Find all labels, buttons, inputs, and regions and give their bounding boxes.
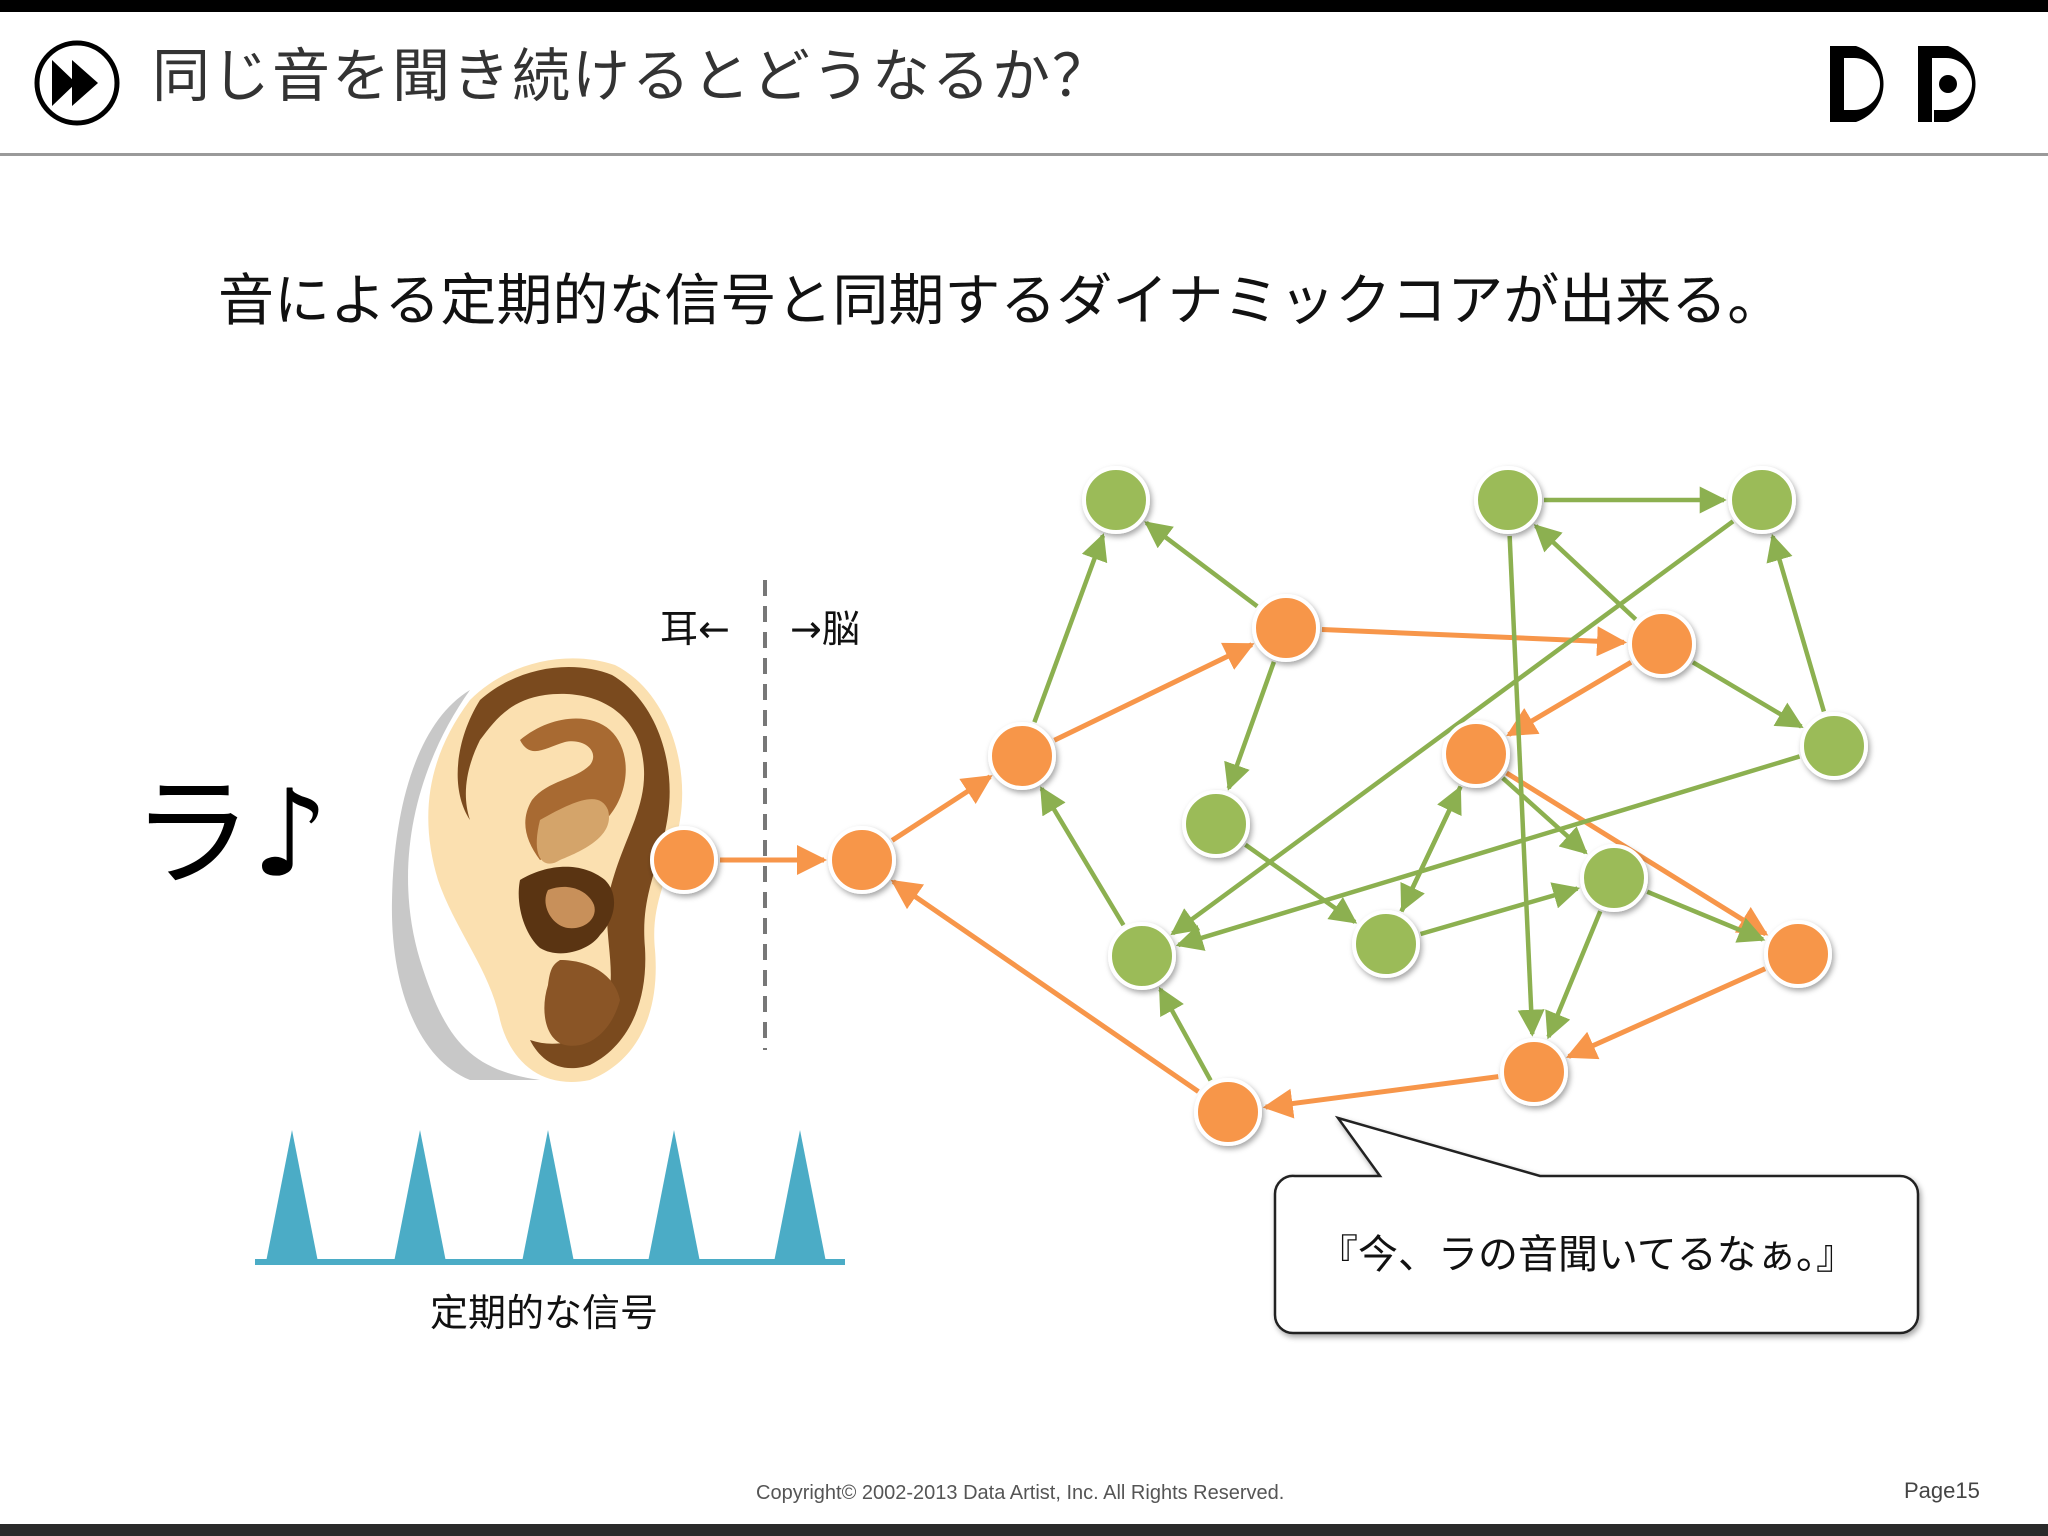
network-node-g1 <box>1082 466 1150 534</box>
play-forward-icon[interactable] <box>32 38 122 128</box>
network-edge-o6-o7 <box>1262 1074 1499 1119</box>
bottom-bar <box>0 1524 2048 1536</box>
network-node-o4 <box>1442 720 1510 788</box>
network-node-in <box>828 826 896 894</box>
network-node-o5 <box>1764 920 1832 988</box>
network-edge-g6-g5 <box>1766 533 1827 713</box>
network-node-o2 <box>1252 594 1320 662</box>
network-edge-o5-o6 <box>1565 966 1767 1060</box>
network-node-o7 <box>1194 1078 1262 1146</box>
network-nodes <box>650 466 1868 1146</box>
network-node-g4 <box>1474 466 1542 534</box>
network-edge-o3-o4 <box>1506 660 1633 737</box>
speech-bubble-text: 『今、ラの音聞いてるなぁ。』 <box>1318 1232 1856 1278</box>
footer-copyright: Copyright© 2002-2013 Data Artist, Inc. A… <box>756 1482 1285 1504</box>
network-edge-g5-g7 <box>1170 519 1735 936</box>
signal-spike <box>648 1130 700 1262</box>
network-edge-g4-o6 <box>1507 535 1545 1037</box>
network-node-o6 <box>1500 1038 1568 1106</box>
network-edge-g2-g3 <box>1244 842 1358 924</box>
network-node-g5 <box>1728 466 1796 534</box>
ear-illustration <box>391 658 683 1082</box>
signal-spike <box>394 1130 446 1262</box>
network-edge-o1-g1 <box>1032 533 1108 723</box>
header-divider <box>0 153 2048 156</box>
network-edge-g7-o1 <box>1039 786 1126 927</box>
headline: 音による定期的な信号と同期するダイナミックコアが出来る。 <box>218 269 1784 334</box>
footer-page-number: Page15 <box>1904 1478 1980 1503</box>
brain-label: →脳 <box>790 607 860 651</box>
network-edge-o2-g1 <box>1144 521 1259 609</box>
network-edge-o2-g2 <box>1224 661 1277 791</box>
company-logo <box>1830 46 1976 122</box>
network-edge-g3-g8 <box>1419 882 1581 937</box>
network-node-g6 <box>1800 712 1868 780</box>
signal-spike <box>266 1130 318 1262</box>
page-title: 同じ音を聞き続けるとどうなるか？ <box>152 42 1113 110</box>
network-node-g3 <box>1352 910 1420 978</box>
network-node-g7 <box>1108 922 1176 990</box>
network-node-o1 <box>988 722 1056 790</box>
ear-label: 耳← <box>660 607 730 651</box>
network-edge-g8-o5 <box>1646 889 1766 943</box>
network-edge-o3-g4 <box>1533 524 1638 622</box>
network-edge-o4-g8 <box>1501 776 1588 855</box>
signal-spike <box>522 1130 574 1262</box>
network-edge-o3-g6 <box>1691 660 1804 729</box>
signal-spike <box>774 1130 826 1262</box>
network-edge-in-o1 <box>890 774 993 843</box>
network-edge-o7-in <box>890 879 1200 1094</box>
network-edge-o4-g3 <box>1400 785 1463 913</box>
speech-bubble <box>1273 1115 1920 1335</box>
sound-label: ラ♪ <box>132 765 329 904</box>
network-edge-g6-g7 <box>1175 754 1801 951</box>
top-bar <box>0 0 2048 12</box>
network-edge-o1-o2 <box>1053 642 1255 743</box>
network-node-o3 <box>1628 610 1696 678</box>
network-edges <box>720 486 1827 1119</box>
periodic-signal <box>255 1130 845 1265</box>
network-node-g8 <box>1580 844 1648 912</box>
network-edge-o7-g7 <box>1158 986 1213 1082</box>
network-node-g2 <box>1182 790 1250 858</box>
network-node-ear <box>650 826 718 894</box>
signal-label: 定期的な信号 <box>430 1291 659 1335</box>
network-edge-g8-o6 <box>1545 910 1603 1040</box>
